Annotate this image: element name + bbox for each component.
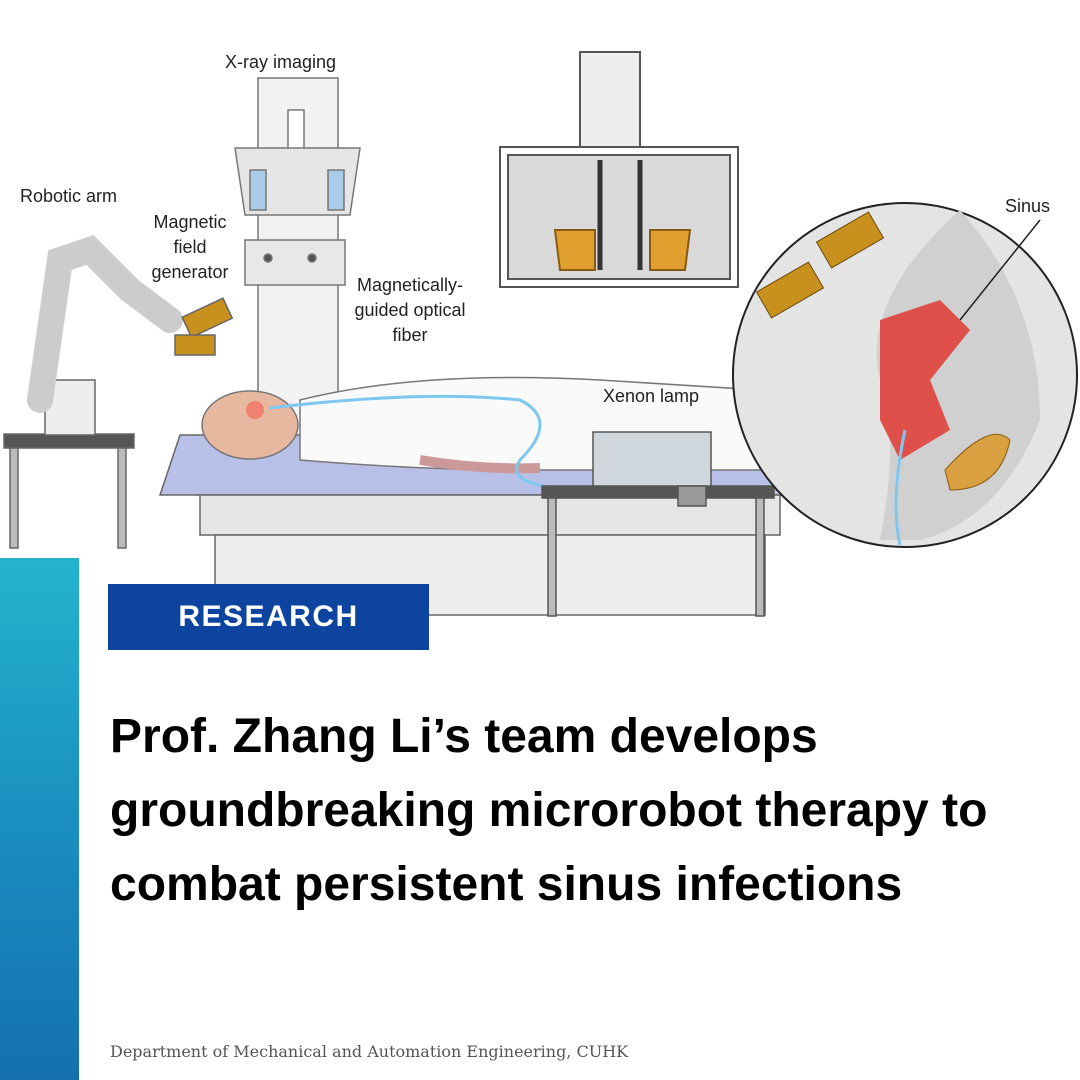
label-xray-imaging: X-ray imaging (225, 52, 337, 72)
robotic-arm (3, 235, 234, 549)
monitor (499, 51, 739, 288)
medical-illustration (3, 51, 1078, 617)
category-badge: RESEARCH (108, 584, 429, 650)
label-optical-fiber: Magnetically- guided optical fiber (340, 273, 480, 348)
label-line: generator (151, 262, 229, 282)
label-line: guided optical (354, 300, 466, 320)
accent-sidebar (0, 558, 79, 1080)
label-magnetic-field-generator: Magnetic field generator (140, 210, 240, 285)
headline: Prof. Zhang Li’s team develops groundbre… (110, 710, 988, 911)
xenon-lamp (541, 431, 775, 617)
label-xenon-lamp: Xenon lamp (603, 386, 700, 406)
label-line: fiber (392, 325, 428, 345)
label-sinus: Sinus (1005, 196, 1051, 216)
label-line: Magnetic (153, 212, 227, 232)
label-robotic-arm: Robotic arm (20, 186, 118, 206)
label-line: Magnetically- (356, 275, 464, 295)
optical-fiber (269, 394, 601, 492)
sinus-inset (732, 202, 1078, 548)
label-line: field (173, 237, 207, 257)
footer-department: Department of Mechanical and Automation … (110, 1042, 629, 1061)
